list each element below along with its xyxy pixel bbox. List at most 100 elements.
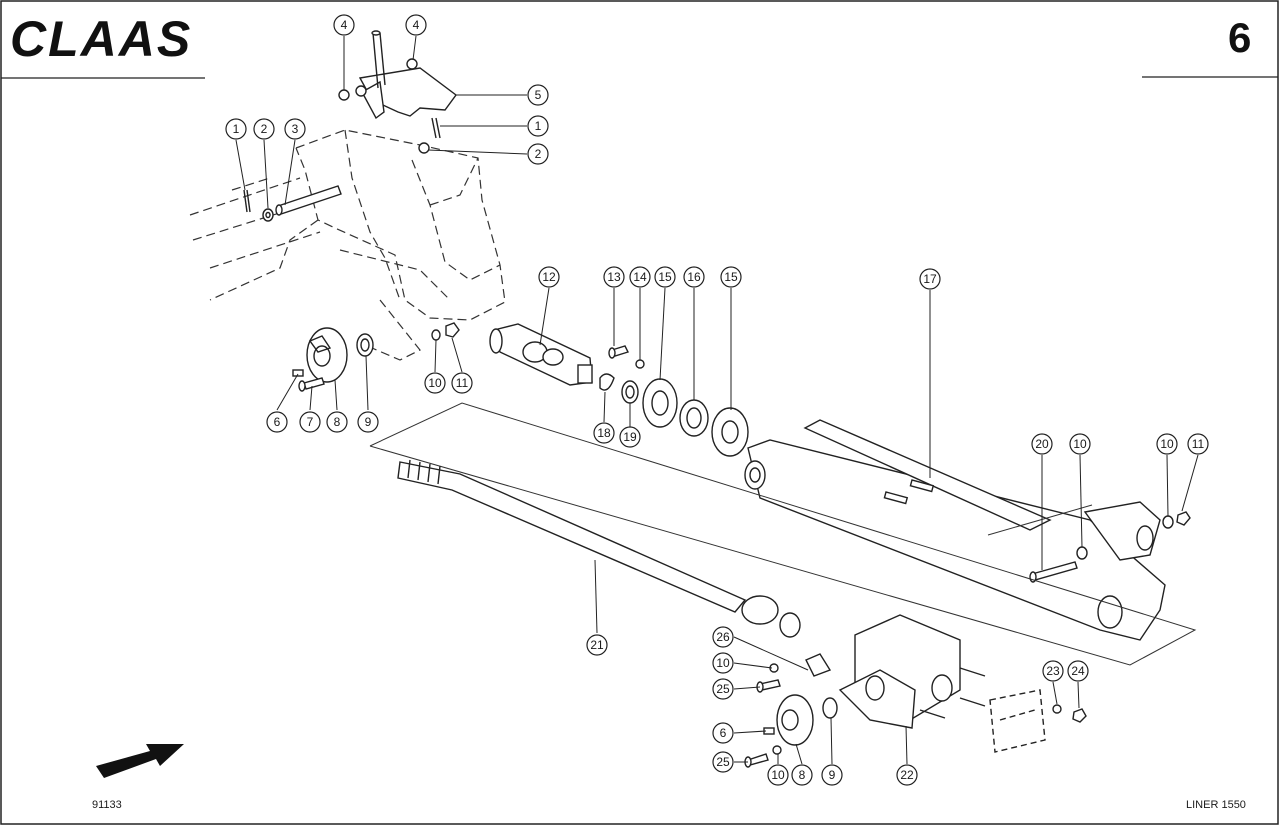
callout-circle	[1069, 433, 1091, 455]
callout-label: 2	[261, 122, 268, 136]
part-callout: 14	[629, 266, 651, 288]
part-callout: 15	[720, 266, 742, 288]
callout-circle	[720, 266, 742, 288]
callout-circle	[654, 266, 676, 288]
part-callout: 9	[357, 411, 379, 433]
part-callout: 18	[593, 422, 615, 444]
callout-circle	[712, 626, 734, 648]
callout-circle	[1031, 433, 1053, 455]
callout-circle	[1067, 660, 1089, 682]
callout-circle	[629, 266, 651, 288]
part-callout: 8	[326, 411, 348, 433]
callout-label: 15	[724, 270, 738, 284]
callout-label: 14	[633, 270, 647, 284]
part-callout: 2	[253, 118, 275, 140]
callout-label: 22	[900, 768, 914, 782]
part-callout: 8	[791, 764, 813, 786]
part-callout: 16	[683, 266, 705, 288]
part-callout: 26	[712, 626, 734, 648]
callout-circle	[586, 634, 608, 656]
callout-circle	[821, 764, 843, 786]
callout-circle	[1187, 433, 1209, 455]
part-callout: 10	[712, 652, 734, 674]
callout-label: 25	[716, 682, 730, 696]
part-callout: 4	[405, 14, 427, 36]
callout-label: 5	[535, 88, 542, 102]
part-callout: 6	[266, 411, 288, 433]
callout-circle	[1042, 660, 1064, 682]
callout-label: 10	[1160, 437, 1174, 451]
callout-label: 10	[428, 376, 442, 390]
callout-label: 19	[623, 430, 637, 444]
leader-lines	[235, 35, 1199, 765]
part-callout: 2	[527, 143, 549, 165]
callout-circle	[527, 84, 549, 106]
drawing-number: 91133	[92, 799, 122, 811]
callout-circle	[527, 115, 549, 137]
callout-label: 16	[687, 270, 701, 284]
callout-circle	[791, 764, 813, 786]
callout-circle	[424, 372, 446, 394]
callout-circle	[451, 372, 473, 394]
callout-label: 24	[1071, 664, 1085, 678]
part-callout: 21	[586, 634, 608, 656]
callout-circle	[538, 266, 560, 288]
part-callout: 25	[712, 678, 734, 700]
callout-label: 10	[716, 656, 730, 670]
part-callout: 10	[767, 764, 789, 786]
left-flange-assembly	[292, 322, 460, 392]
callout-label: 17	[923, 272, 937, 286]
callout-circle	[712, 751, 734, 773]
part-callout: 10	[1156, 433, 1178, 455]
callout-circle	[1156, 433, 1178, 455]
callout-label: 11	[1192, 437, 1205, 451]
brand-logo: CLAAS	[10, 11, 192, 67]
part-callout: 25	[712, 751, 734, 773]
callout-label: 1	[535, 119, 542, 133]
part-callout: 17	[919, 268, 941, 290]
callout-circle	[712, 652, 734, 674]
callout-label: 26	[716, 630, 730, 644]
gearbox-assembly	[744, 614, 1087, 768]
callout-label: 8	[334, 415, 341, 429]
callout-label: 20	[1035, 437, 1049, 451]
part-callout: 19	[619, 426, 641, 448]
direction-arrow-icon	[96, 744, 184, 778]
callout-circle	[333, 14, 355, 36]
callout-circle	[593, 422, 615, 444]
callout-label: 9	[829, 768, 836, 782]
part-callout: 11	[1187, 433, 1209, 455]
part-callout: 10	[424, 372, 446, 394]
callout-label: 25	[716, 755, 730, 769]
callout-label: 18	[597, 426, 611, 440]
callout-circle	[603, 266, 625, 288]
model-name: LINER 1550	[1186, 799, 1246, 811]
callout-circle	[405, 14, 427, 36]
callout-label: 2	[535, 147, 542, 161]
part-callout: 13	[603, 266, 625, 288]
callout-circle	[357, 411, 379, 433]
callout-label: 10	[1073, 437, 1087, 451]
part-callout: 20	[1031, 433, 1053, 455]
callout-label: 4	[413, 18, 420, 32]
part-callout: 7	[299, 411, 321, 433]
callout-circle	[299, 411, 321, 433]
callout-label: 12	[542, 270, 556, 284]
universal-joint	[489, 323, 593, 386]
callout-circle	[619, 426, 641, 448]
part-callout: 6	[712, 722, 734, 744]
part-callout: 5	[527, 84, 549, 106]
callout-label: 21	[590, 638, 604, 652]
callout-label: 6	[274, 415, 281, 429]
callout-label: 11	[456, 376, 469, 390]
callout-circle	[683, 266, 705, 288]
callout-label: 3	[292, 122, 299, 136]
part-callout: 1	[527, 115, 549, 137]
callout-label: 9	[365, 415, 372, 429]
callout-circle	[225, 118, 247, 140]
callout-label: 8	[799, 768, 806, 782]
part-callout: 1	[225, 118, 247, 140]
drive-shaft	[397, 459, 801, 638]
callout-label: 13	[607, 270, 621, 284]
